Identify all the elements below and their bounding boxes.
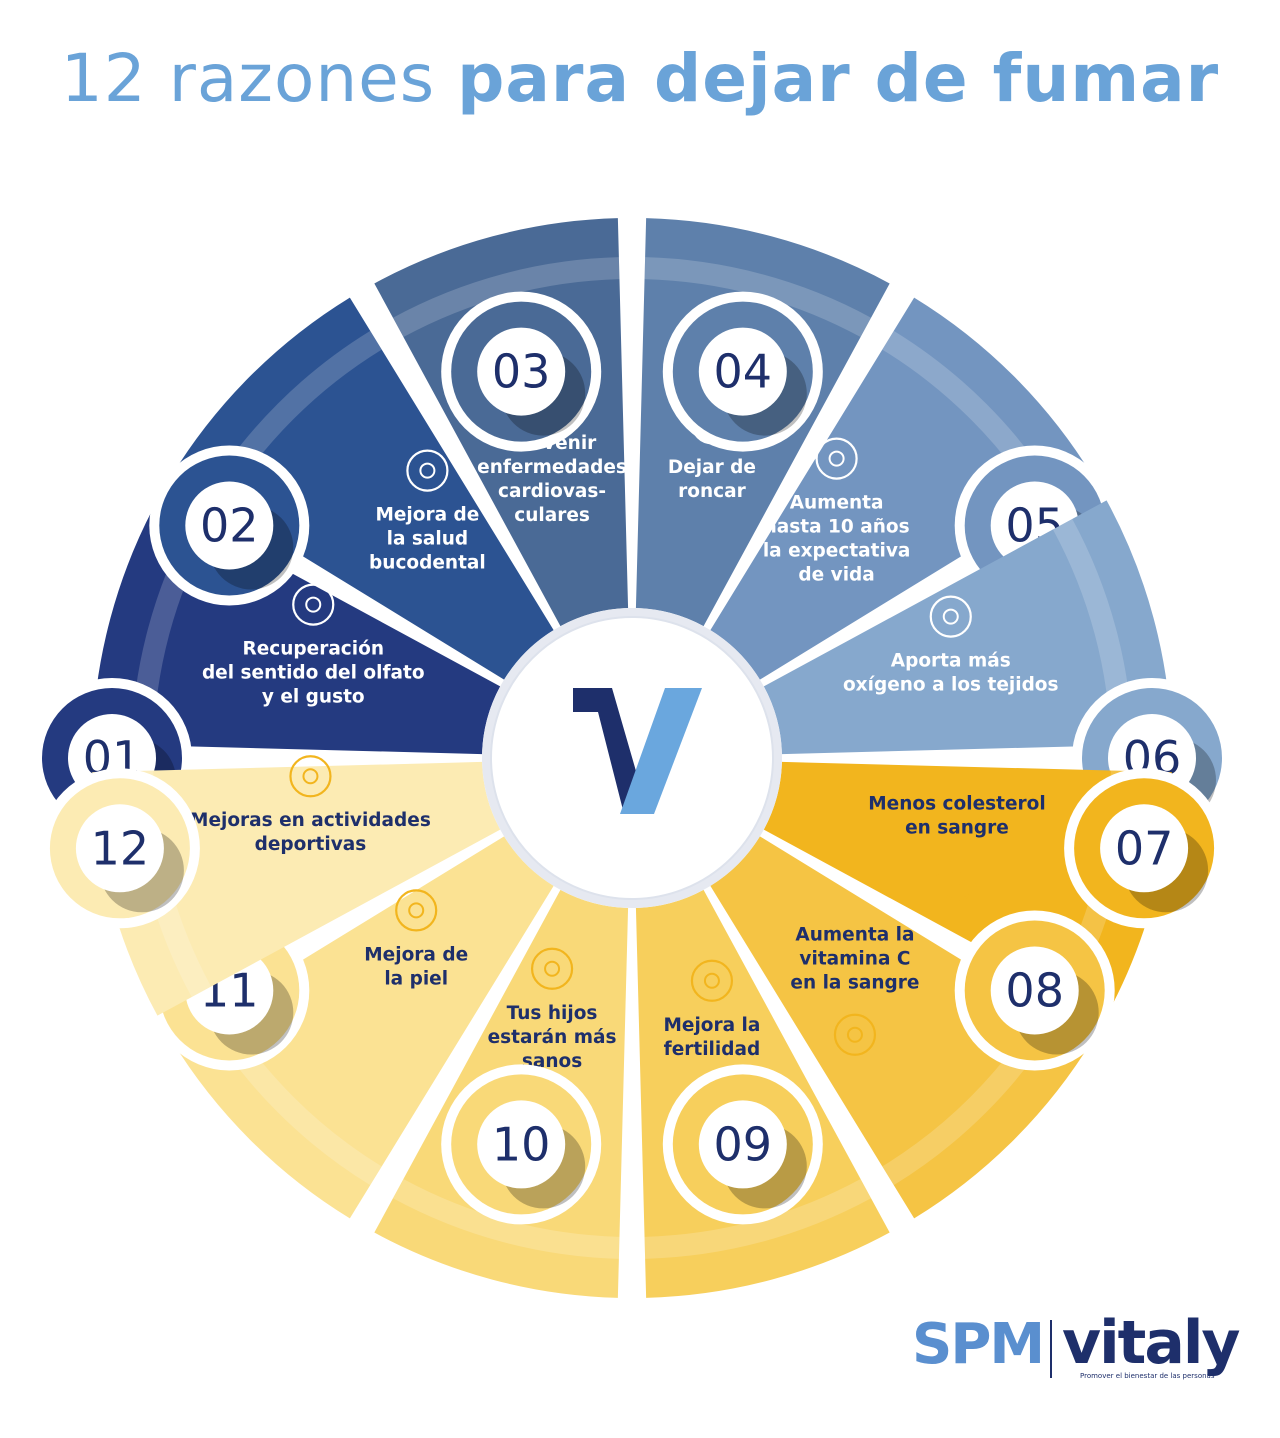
brand-tagline: Promover el bienestar de las personas (1080, 1372, 1215, 1380)
segment-label-line: roncar (678, 481, 746, 502)
segment-ring (644, 1178, 872, 1259)
spm-logo: SPM (912, 1312, 1045, 1377)
segment-12: Mejoras en actividades deportivas 12 (39, 755, 501, 1016)
number-badge: 12 (39, 768, 200, 929)
number-badge-label: 10 (492, 1117, 551, 1171)
segment-label-line: Mejoras en actividades (190, 810, 431, 831)
segment-label-line: deportivas (255, 834, 367, 855)
segment-label: Aumenta hasta 10 años la expectativa de vid… (763, 493, 911, 586)
segment-label-line: Aporta más (891, 651, 1011, 672)
segment-label-line: la salud (387, 529, 469, 550)
segment-label-line: Mejora de (364, 944, 468, 965)
segment-sector (171, 297, 554, 680)
segment-label-line: y el gusto (262, 687, 365, 708)
segment-label-line: cardiovas- (498, 481, 606, 502)
tooth-icon (406, 449, 449, 492)
number-badge: 04 (662, 291, 823, 452)
segment-label: Menos colesterol en sangre (868, 793, 1045, 838)
center-logo (482, 608, 782, 908)
segment-label: Mejora de la piel (364, 944, 468, 989)
segment-label: Aporta más oxígeno a los tejidos (843, 651, 1059, 696)
segment-label-line: Dejar de (668, 457, 756, 478)
segment-label-line: enfermedades (477, 457, 627, 478)
brand-footer: SPM vitaly Promover el bienestar de las … (910, 1308, 1250, 1392)
segment-sector (710, 836, 1093, 1219)
segment-label: Mejora de la salud bucodental (369, 505, 486, 574)
segment-label-line: culares (514, 505, 590, 526)
brand-divider (1050, 1320, 1052, 1378)
face-skin-icon (395, 889, 438, 932)
segment-label-line: la piel (384, 968, 448, 989)
number-badge: 09 (662, 1064, 823, 1225)
segment-label-line: vitamina C (799, 949, 910, 970)
segment-label-line: en la sangre (790, 973, 919, 994)
segment-ring (392, 1178, 620, 1259)
number-badge-label: 09 (714, 1117, 773, 1171)
stopwatch-heart-icon (935, 858, 979, 901)
segment-label-line: estarán más (488, 1027, 617, 1048)
segment-label-line: del sentido del olfato (202, 663, 425, 684)
segment-label-line: Tus hijos (507, 1003, 598, 1024)
segment-label-line: oxígeno a los tejidos (843, 675, 1059, 696)
segment-label-line: Menos colesterol (868, 793, 1045, 814)
segment-label: Dejar de roncar (668, 457, 756, 502)
segment-label: Mejoras en actividades deportivas (190, 810, 431, 855)
number-badge: 08 (954, 910, 1115, 1071)
title-light: 12 razones (60, 40, 436, 117)
vitaly-logo: vitaly (1062, 1308, 1241, 1378)
segments-layer: Recuperación del sentido del olfato y el g… (32, 218, 1232, 1298)
segment-ring (644, 257, 872, 338)
segment-label: Recuperación del sentido del olfato y el g… (202, 639, 425, 708)
number-badge: 02 (149, 445, 310, 606)
logo-light-stroke (620, 688, 702, 814)
title-bold: para dejar de fumar (457, 40, 1220, 117)
segment-label-line: bucodental (369, 553, 486, 574)
segment-label: Aumenta la vitamina C en la sangre (790, 925, 919, 994)
fertility-icon (690, 959, 734, 1002)
logo-dark-stroke (573, 688, 638, 814)
number-badge-label: 02 (200, 499, 259, 553)
segment-label-line: hasta 10 años (764, 517, 910, 538)
segment-label-line: Mejora de (375, 505, 479, 526)
number-badge-label: 04 (714, 345, 773, 399)
segment-label-line: la expectativa (763, 541, 911, 562)
segment-label-line: Aumenta (790, 493, 884, 514)
segment-label-line: de vida (798, 565, 874, 586)
segment-label-line: Aumenta la (795, 925, 914, 946)
segment-09: Mejora la fertilidad 09 (635, 889, 890, 1298)
number-badge: 03 (441, 291, 602, 452)
page-title: 12 razones para dejar de fumar (0, 40, 1280, 117)
segment-label: Mejora la fertilidad (663, 1015, 760, 1060)
number-badge-label: 12 (91, 821, 150, 875)
heart-person-icon (929, 595, 972, 638)
segment-02: Mejora de la salud bucodental 02 (149, 297, 554, 680)
segment-label-line: Mejora la (663, 1015, 760, 1036)
segment-label-line: Recuperación (242, 639, 384, 660)
number-badge-label: 07 (1115, 821, 1174, 875)
segment-label-line: en sangre (905, 817, 1009, 838)
vitamin-c-icon (833, 1013, 877, 1056)
family-icon (530, 947, 574, 990)
segment-04: Dejar de roncar 04 (635, 218, 890, 627)
segment-label-line: fertilidad (664, 1039, 761, 1060)
segment-ring (392, 257, 620, 338)
number-badge-label: 03 (492, 345, 551, 399)
woman-flower-icon (815, 437, 858, 480)
segment-sector (710, 297, 1093, 680)
number-badge: 10 (441, 1064, 602, 1225)
number-badge-label: 08 (1005, 964, 1064, 1018)
exercise-icon (289, 755, 332, 798)
segment-08: Aumenta la vitamina C en la sangre 08 (710, 836, 1115, 1219)
segment-sector (171, 836, 554, 1219)
number-badge: 07 (1064, 768, 1225, 929)
dinner-plate-icon (292, 583, 335, 626)
